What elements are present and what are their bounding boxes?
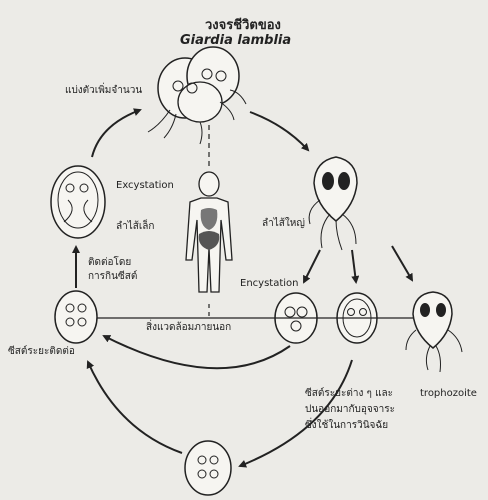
arrow-bottom-to-left [86, 360, 183, 454]
label-stages-line3: ซึ่งใช้ในการวินิจฉัย [305, 420, 389, 431]
label-small-intestine: ลำไส้เล็ก [116, 221, 155, 232]
human-body-figure [185, 171, 233, 293]
arrow-right-to-bottom [238, 359, 353, 468]
label-infective-cyst: ซีสต์ระยะติดต่อ [8, 346, 75, 357]
arrow-to-division [91, 108, 142, 158]
excysting-cyst [50, 165, 106, 239]
label-transmission-line1: ติดต่อโดย [88, 257, 132, 268]
label-stages-line2: ปนออกมากับอุจจาระ [305, 404, 395, 415]
diagram-subtitle: Giardia lamblia [180, 33, 292, 48]
label-transmission-line2: การกินซีสต์ [88, 271, 138, 282]
trophozoite-large-intestine [308, 156, 358, 251]
label-multiply: แบ่งตัวเพิ่มจำนวน [65, 85, 143, 96]
label-encystation: Encystation [240, 278, 299, 289]
label-excystation: Excystation [116, 180, 174, 191]
label-large-intestine: ลำไส้ใหญ่ [262, 218, 305, 229]
trophozoite-in-stool [405, 291, 463, 373]
label-stages-line1: ซีสต์ระยะต่าง ๆ และ [305, 388, 394, 399]
arrow-to-large-intestine [249, 111, 310, 152]
cyst-bottom [184, 440, 232, 496]
diagram-title: วงจรชีวิตของ [205, 18, 281, 33]
dividing-trophozoite-cluster [147, 46, 247, 145]
arrow-return-from-cyst [102, 335, 291, 370]
label-trophozoite: trophozoite [420, 388, 477, 399]
infective-cyst [54, 290, 98, 344]
label-environment: สิ่งแวดล้อมภายนอก [146, 322, 232, 333]
